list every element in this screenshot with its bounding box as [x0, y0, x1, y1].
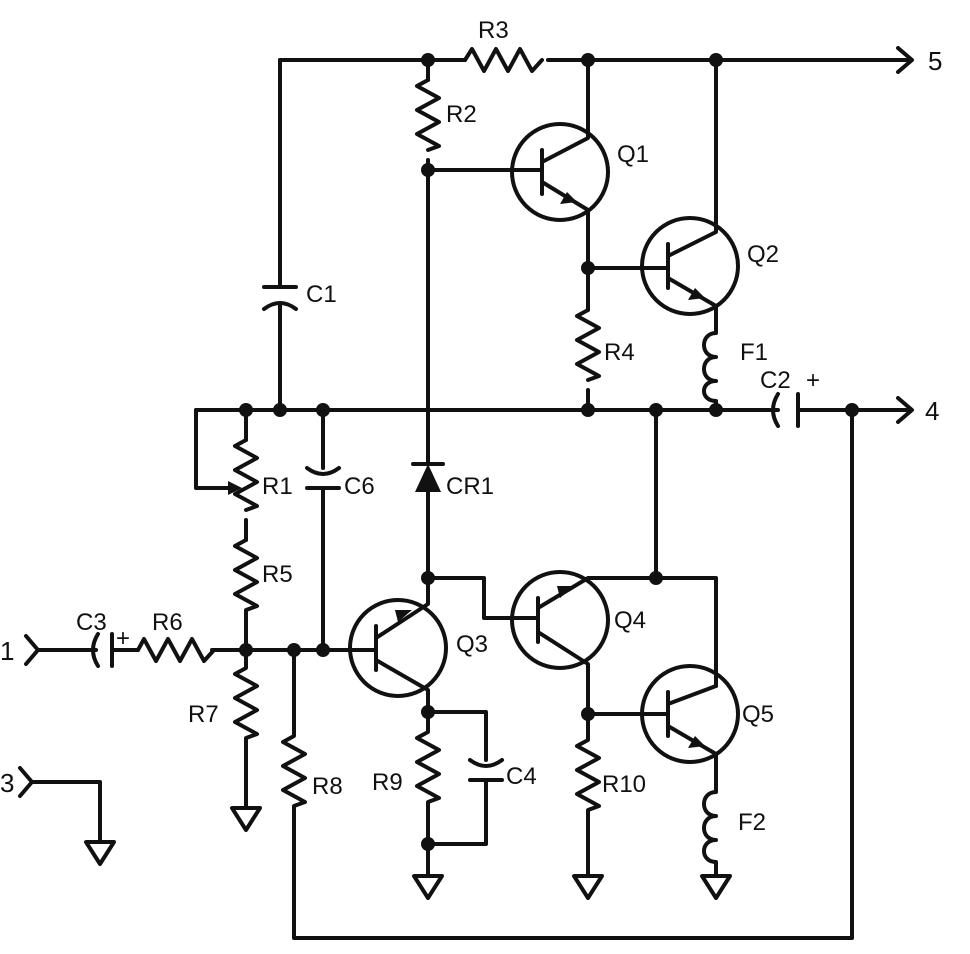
terminal-5-arrow: [896, 46, 914, 74]
R5-resistor: [233, 538, 259, 650]
Q2-label: Q2: [747, 241, 779, 268]
R9-label: R9: [372, 769, 403, 796]
R10-resistor: [575, 712, 601, 878]
C3-label: C3: [76, 609, 107, 636]
Q5-label: Q5: [742, 701, 774, 728]
wire-terminal-3: [30, 780, 102, 844]
R1-potentiometer: [233, 438, 259, 512]
C1-label: C1: [306, 281, 337, 308]
F1-inductor: [702, 323, 718, 412]
R10-label: R10: [602, 771, 646, 798]
Q4-label: Q4: [614, 607, 646, 634]
R3-resistor: [463, 47, 544, 73]
F2-inductor: [702, 778, 718, 878]
Q2-transistor: [640, 58, 740, 327]
Q1-transistor: [510, 58, 610, 270]
R1-label: R1: [262, 473, 293, 500]
wire-q3-collector-q4: [426, 576, 540, 620]
R7-resistor: [233, 648, 259, 810]
R7-label: R7: [188, 701, 219, 728]
C4-capacitor: [468, 758, 504, 782]
R6-resistor: [136, 637, 216, 663]
junction-dots: [239, 53, 859, 851]
terminal-5-label: 5: [928, 46, 942, 76]
terminal-4-label: 4: [925, 396, 939, 426]
terminal-3-label: 3: [0, 768, 14, 798]
terminal-1-label: 1: [0, 636, 14, 666]
ground-f2: [700, 874, 732, 900]
C2-capacitor: [771, 392, 800, 428]
ground-r10: [572, 874, 604, 900]
R8-label: R8: [312, 773, 343, 800]
R9-resistor: [415, 710, 441, 878]
C1-capacitor: [262, 285, 298, 311]
terminal-4-arrow: [896, 396, 914, 424]
CR1-label: CR1: [446, 473, 494, 500]
ground-r9: [412, 874, 444, 900]
C6-capacitor: [305, 466, 341, 490]
Q5-transistor: [640, 664, 740, 782]
R4-label: R4: [604, 339, 635, 366]
C4-label: C4: [506, 763, 537, 790]
C6-label: C6: [344, 473, 375, 500]
R2-label: R2: [446, 101, 477, 128]
R1-wiper-arrow: [228, 481, 242, 495]
F2-label: F2: [738, 809, 766, 836]
wire-r1: [194, 408, 248, 542]
Q4-transistor: [510, 570, 658, 716]
CR1-diode: [415, 464, 441, 492]
C3-polarity: +: [116, 625, 130, 652]
C2-label: C2: [760, 367, 791, 394]
Q3-transistor: [348, 576, 448, 714]
wire-middle-to-q4: [654, 408, 718, 688]
R2-resistor: [415, 78, 441, 152]
wire-feedback: [292, 408, 854, 940]
R4-resistor: [575, 308, 601, 382]
R8-resistor: [281, 648, 307, 814]
C2-polarity: +: [806, 367, 820, 394]
R6-label: R6: [152, 609, 183, 636]
C3-capacitor: [91, 632, 114, 668]
wire-q3-emitter: [426, 710, 488, 846]
Q1-label: Q1: [617, 141, 649, 168]
R3-label: R3: [478, 17, 509, 44]
F1-label: F1: [740, 339, 768, 366]
ground-terminal-3: [84, 840, 116, 866]
R5-label: R5: [262, 561, 293, 588]
ground-r7: [230, 806, 262, 832]
Q3-label: Q3: [456, 631, 488, 658]
